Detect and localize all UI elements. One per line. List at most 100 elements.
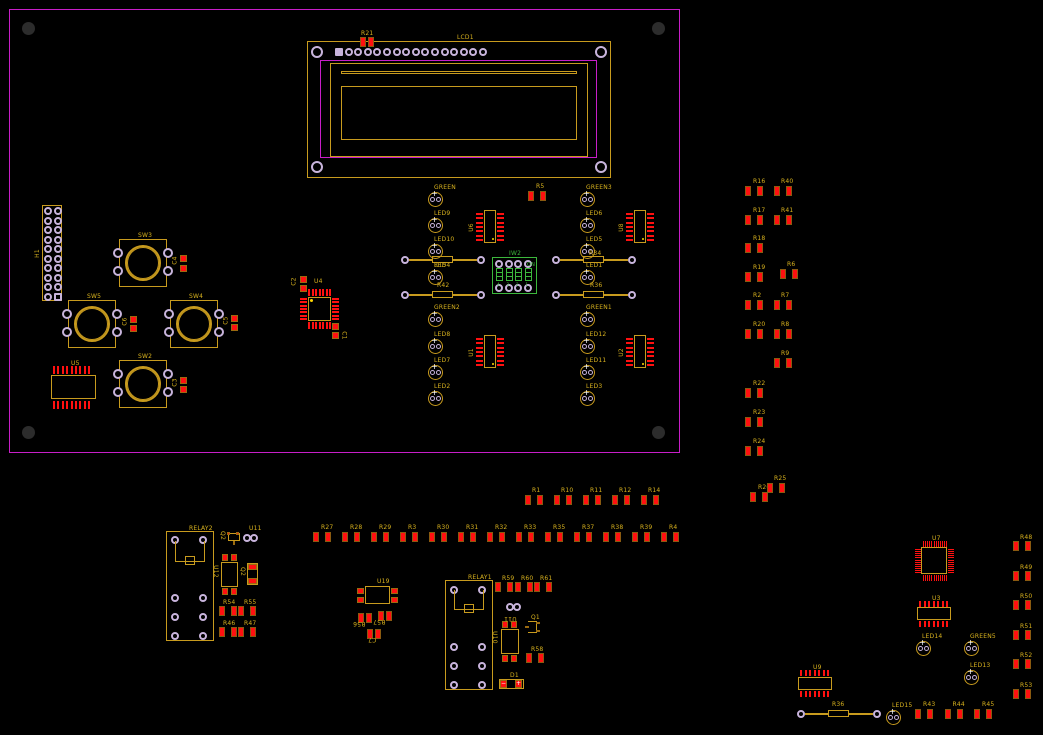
lcd-pin[interactable] [373, 48, 382, 56]
cap-c2-pad[interactable] [300, 285, 307, 292]
axial-resistor-label: R36 [590, 282, 603, 289]
led-led12[interactable]: + [580, 337, 595, 354]
led-green5[interactable]: + [964, 639, 979, 656]
u4-label: U4 [314, 278, 323, 285]
led-label: LED1 [586, 262, 603, 269]
led-led8[interactable]: + [428, 337, 443, 354]
header-pin[interactable] [44, 216, 52, 225]
diode-q2b[interactable] [247, 563, 258, 585]
header-pin[interactable] [44, 254, 52, 263]
lcd-pin[interactable] [421, 48, 430, 56]
lcd-pin[interactable] [450, 48, 459, 56]
u12-label: U12 [211, 565, 219, 578]
cap-label: C4 [171, 256, 179, 265]
header-pin[interactable] [54, 245, 62, 253]
cap-label: C3 [171, 378, 179, 387]
header-pin[interactable] [44, 283, 52, 291]
axial-resistor[interactable] [552, 290, 637, 300]
header-pin[interactable] [54, 226, 62, 234]
axial-resistor[interactable] [552, 255, 637, 265]
lcd-pin[interactable] [335, 48, 343, 56]
header-pin[interactable] [54, 273, 62, 282]
header-pin[interactable] [54, 216, 62, 225]
cap-pad[interactable] [231, 324, 238, 331]
header-pin[interactable] [44, 207, 52, 215]
cap-c1-pad[interactable] [332, 323, 339, 330]
lcd-pin[interactable] [440, 48, 449, 56]
lcd-pin[interactable] [411, 48, 420, 56]
header-pin[interactable] [44, 235, 52, 244]
led-led11[interactable]: + [580, 363, 595, 380]
led-led3[interactable]: + [580, 389, 595, 406]
cap-c2-pad[interactable] [300, 276, 307, 283]
lcd-pin[interactable] [479, 48, 487, 56]
cap-pad[interactable] [130, 325, 137, 332]
lcd-pin[interactable] [383, 48, 391, 56]
header-pin[interactable] [44, 264, 52, 272]
led-led10[interactable]: + [428, 242, 443, 259]
transistor-q2[interactable] [228, 533, 240, 541]
led-green[interactable]: + [428, 190, 443, 207]
cap-pad[interactable] [180, 386, 187, 393]
u9-label: U9 [813, 664, 822, 671]
led-led7[interactable]: + [428, 363, 443, 380]
lcd-pin[interactable] [363, 48, 372, 56]
header-pin[interactable] [54, 254, 62, 263]
switch-sw2[interactable] [113, 360, 173, 408]
lcd-pin[interactable] [344, 48, 353, 56]
lcd-pin[interactable] [469, 48, 478, 56]
led-label: LED6 [586, 210, 603, 217]
led-green2[interactable]: + [428, 310, 443, 327]
led-green1[interactable]: + [580, 310, 595, 327]
led-label: LED15 [892, 702, 913, 709]
lcd-pin[interactable] [459, 48, 468, 56]
transistor-u11[interactable] [243, 532, 259, 544]
ic-u10[interactable] [501, 629, 519, 654]
header-pin[interactable] [54, 264, 62, 272]
header-pin[interactable] [54, 283, 62, 291]
axial-resistor[interactable] [401, 290, 486, 300]
resistor-r28-label: R28 [350, 524, 363, 531]
header-pin[interactable] [44, 273, 52, 282]
switch-sw4[interactable] [164, 300, 224, 348]
u6-label: U6 [467, 223, 475, 232]
cap-pad[interactable] [130, 316, 137, 323]
lcd-pin[interactable] [402, 48, 411, 56]
switch-sw5[interactable] [62, 300, 122, 348]
led-led5[interactable]: + [580, 242, 595, 259]
lcd-pin[interactable] [431, 48, 439, 56]
transistor-u13[interactable] [506, 602, 522, 614]
ic-u12[interactable] [221, 562, 238, 587]
led-led14[interactable]: + [916, 639, 931, 656]
axial-resistor-label: R34 [589, 250, 602, 257]
led-led15[interactable]: + [886, 708, 901, 725]
switch-sw3[interactable] [113, 239, 173, 287]
led-led2[interactable]: + [428, 389, 443, 406]
u19-label: U19 [377, 578, 390, 585]
led-led1[interactable]: + [580, 268, 595, 285]
header-pin[interactable] [54, 235, 62, 244]
cap-pad[interactable] [180, 377, 187, 384]
diode-d1[interactable]: − + [499, 679, 524, 689]
header-pin[interactable] [54, 292, 62, 301]
dip-position-label: 1 [525, 282, 529, 287]
led-led6[interactable]: + [580, 216, 595, 233]
led-led13[interactable]: + [964, 668, 979, 685]
led-led9[interactable]: + [428, 216, 443, 233]
lcd-pin[interactable] [354, 48, 363, 56]
axial-resistor[interactable] [797, 709, 882, 719]
header-pin[interactable] [44, 226, 52, 234]
cap-pad[interactable] [180, 265, 187, 272]
led-label: GREEN3 [586, 184, 612, 191]
header-pin[interactable] [54, 207, 62, 215]
header-pin[interactable] [44, 292, 52, 301]
led-led4[interactable]: + [428, 268, 443, 285]
cap-pad[interactable] [231, 315, 238, 322]
cap-pad[interactable] [180, 255, 187, 262]
cap-c1-pad[interactable] [332, 332, 339, 339]
led-green3[interactable]: + [580, 190, 595, 207]
axial-resistor[interactable] [401, 255, 486, 265]
transistor-q1[interactable] [528, 621, 537, 633]
header-pin[interactable] [44, 245, 52, 253]
lcd-pin[interactable] [392, 48, 401, 56]
